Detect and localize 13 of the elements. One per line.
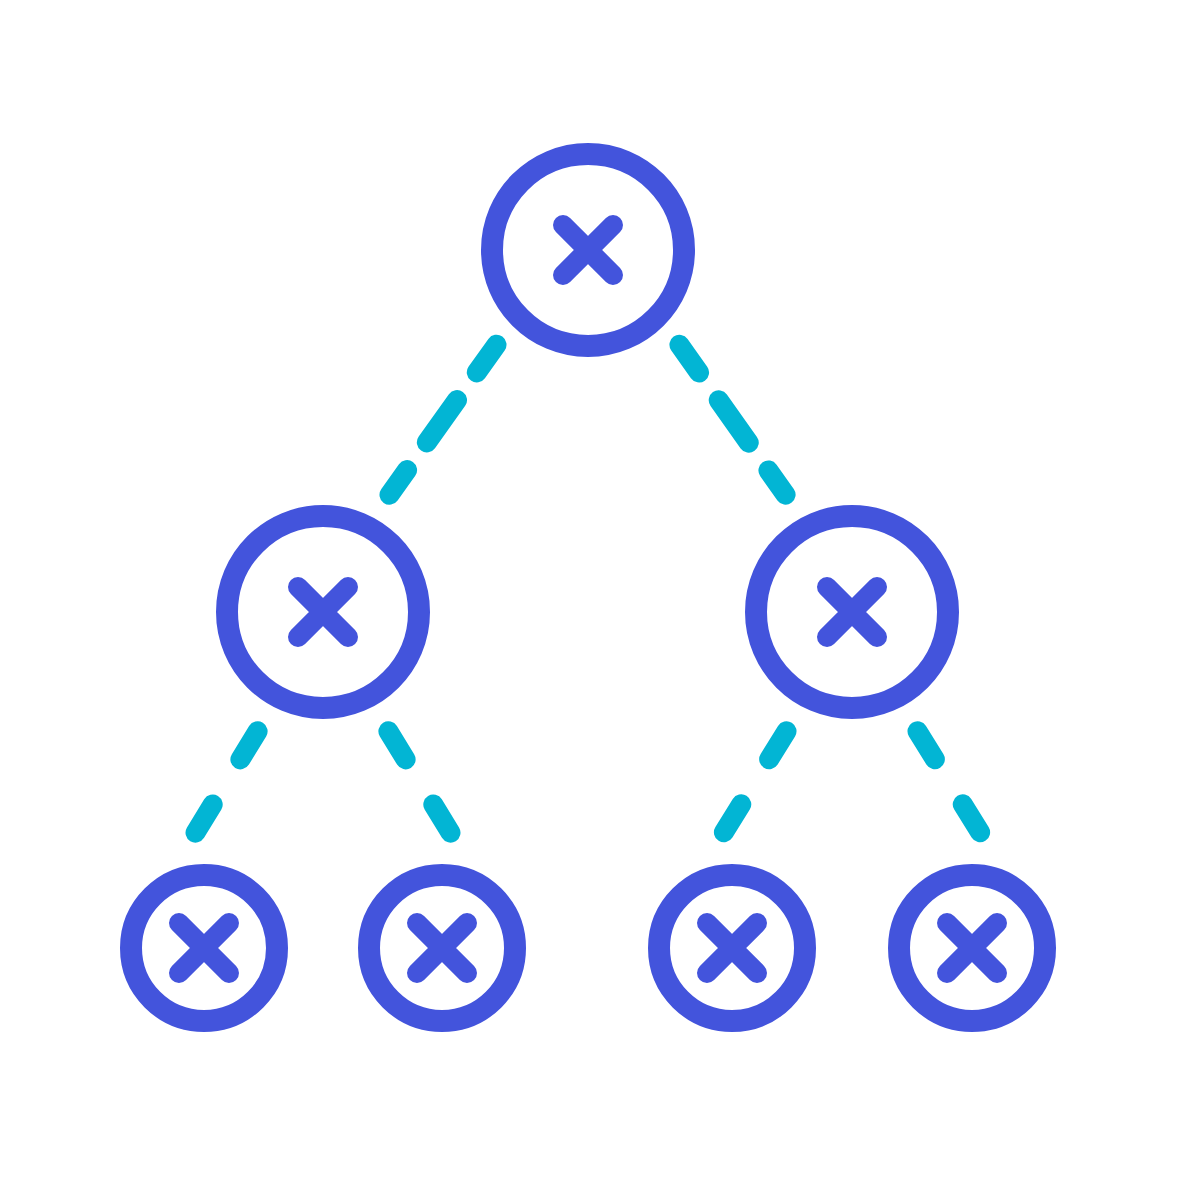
circle-node <box>745 505 959 719</box>
circle-node <box>358 864 526 1032</box>
dashed-line <box>379 334 507 505</box>
circle-node <box>120 864 288 1032</box>
dashed-line <box>713 721 797 843</box>
circle-node <box>481 143 695 357</box>
circle-node <box>216 505 430 719</box>
dashed-line <box>669 334 796 505</box>
dashed-line <box>907 721 991 843</box>
dashed-line <box>378 721 461 843</box>
dashed-line <box>185 721 268 843</box>
circle-node <box>888 864 1056 1032</box>
circle-node <box>648 864 816 1032</box>
